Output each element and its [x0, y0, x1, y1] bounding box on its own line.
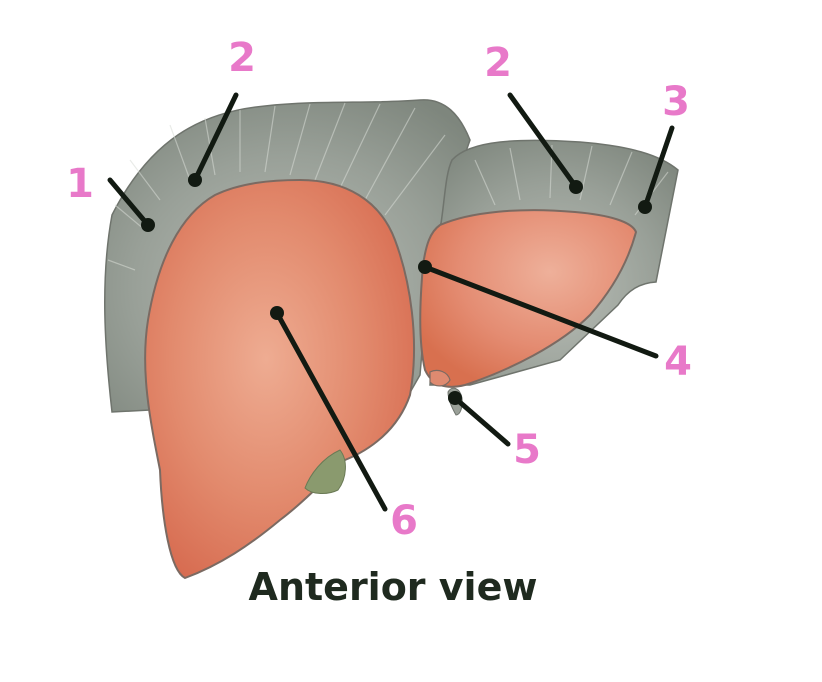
endpoint-3 — [638, 200, 652, 214]
leader-line-2a — [192, 92, 239, 183]
endpoint-1 — [141, 218, 155, 232]
endpoint-5 — [448, 391, 462, 405]
leader-endpoints — [141, 173, 652, 405]
diagram-caption: Anterior view — [248, 565, 538, 609]
marker-2a: 2 — [228, 35, 256, 81]
marker-3: 3 — [662, 79, 690, 125]
marker-4: 4 — [664, 339, 692, 385]
leader-line-2b — [507, 92, 579, 190]
marker-2b: 2 — [484, 40, 512, 86]
leader-line-6 — [274, 310, 388, 512]
liver-left-lobe — [419, 209, 638, 388]
liver-right-lobe — [144, 178, 415, 580]
marker-6: 6 — [390, 498, 418, 544]
leader-line-3 — [642, 125, 675, 210]
leader-line-5 — [452, 395, 511, 447]
endpoint-2a — [188, 173, 202, 187]
leader-line-1 — [107, 177, 151, 228]
endpoint-6 — [270, 306, 284, 320]
marker-5: 5 — [513, 427, 541, 473]
marker-1: 1 — [66, 161, 94, 207]
leader-lines — [107, 92, 675, 512]
caudate-process — [429, 369, 451, 387]
gallbladder — [304, 449, 346, 494]
endpoint-4 — [418, 260, 432, 274]
leader-line-4 — [422, 264, 659, 359]
endpoint-2b — [569, 180, 583, 194]
diaphragm-texture — [107, 102, 669, 271]
